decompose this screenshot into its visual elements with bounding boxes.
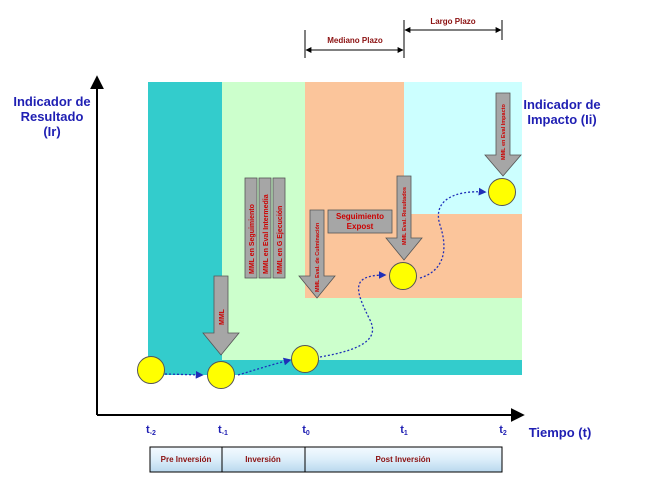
region-teal-bottom (222, 360, 522, 375)
region-teal-left (148, 82, 222, 375)
y-right-label-line2: Impacto (Ii) (527, 112, 596, 127)
resultados-arrow (385, 175, 423, 261)
phase-label-post-inversion: Post Inversión (375, 455, 430, 464)
label-mml-seguimiento: MML en Seguimiento (249, 204, 256, 274)
y-right-label-line1: Indicador de (523, 97, 600, 112)
box-mml-eval-intermedia (258, 177, 272, 279)
mml-arrow (202, 275, 240, 356)
culminacion-arrow-label: MML Eval. de Culminación (315, 222, 321, 292)
phase-label-pre-inversion: Pre Inversión (161, 455, 212, 464)
region-peach-right (404, 214, 522, 298)
mediano-plazo-label: Mediano Plazo (327, 36, 383, 45)
tick-label-t-2: t-2 (146, 424, 156, 437)
resultados-arrow-label: MML Eval. Resultados (402, 187, 408, 245)
x-axis-label: Tiempo (t) (529, 425, 592, 440)
seguimiento-expost-box (327, 209, 393, 234)
milestone-circle-t1 (389, 262, 417, 290)
tick-label-t-1: t-1 (218, 424, 228, 437)
label-mml-g-ejecucion: MML en G Ejecución (277, 206, 284, 274)
tick-label-t0: t0 (302, 424, 310, 437)
phase-label-inversion: Inversión (245, 455, 281, 464)
y-left-label-line2: Resultado (21, 109, 84, 124)
expost-box-line2: Expost (347, 222, 374, 231)
phase-inversion (221, 446, 306, 473)
phase-post-inversion (304, 446, 503, 473)
impacto-arrow (484, 92, 522, 177)
milestone-circle-t2 (488, 178, 516, 206)
culminacion-arrow (298, 209, 336, 299)
box-mml-seguimiento (244, 177, 258, 279)
expost-box-line1: Seguimiento (336, 212, 384, 221)
label-mml-eval-intermedia: MML en Eval Intermedia (263, 194, 270, 274)
trajectory-path-2 (237, 357, 292, 376)
milestone-circle-t-2 (137, 356, 165, 384)
trajectory-path-4 (419, 187, 487, 279)
y-left-label-line3: (Ir) (43, 124, 60, 139)
tick-label-t1: t1 (400, 424, 408, 437)
box-mml-g-ejecucion (272, 177, 286, 279)
impacto-arrow-label: MML en Eval Impacto (501, 104, 507, 160)
largo-plazo-label: Largo Plazo (430, 17, 475, 26)
mml-arrow-label: MML (219, 308, 226, 325)
milestone-circle-t-1 (207, 361, 235, 389)
tick-label-t2: t2 (499, 424, 507, 437)
y-left-label-line1: Indicador de (13, 94, 90, 109)
trajectory-path-3 (319, 271, 387, 358)
milestone-circle-t0 (291, 345, 319, 373)
